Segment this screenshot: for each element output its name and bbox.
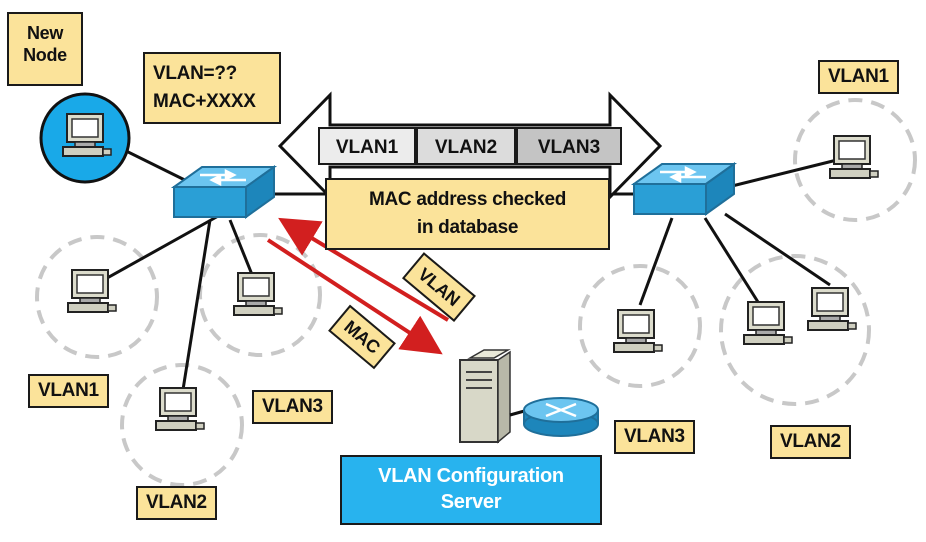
- left-vlan1-label: VLAN1: [28, 374, 109, 408]
- right-switch-icon: [632, 162, 736, 216]
- unknown-vlan-label: VLAN=?? MAC+XXXX: [143, 52, 281, 124]
- right-vlan3-computer-icon: [613, 309, 663, 353]
- new-node-label: New Node: [7, 12, 83, 86]
- mac-check-label: MAC address checked in database: [325, 178, 610, 250]
- vlan2-left-circle: [120, 363, 244, 487]
- right-vlan2-computer-icon-b: [807, 287, 857, 331]
- left-vlan2-label: VLAN2: [136, 486, 217, 520]
- right-vlan1-computer-icon: [829, 135, 879, 179]
- vlan-reply-arrow: [278, 217, 450, 322]
- vlan-config-server-label: VLAN Configuration Server: [340, 455, 602, 525]
- right-vlan2-computer-icon-a: [743, 301, 793, 345]
- vlan3-right-circle: [578, 264, 702, 388]
- server-icon: [459, 349, 511, 444]
- left-switch-icon: [172, 165, 276, 219]
- mac-request-arrow: [266, 238, 443, 355]
- vlan3-left-circle: [198, 233, 322, 357]
- right-vlan2-label: VLAN2: [770, 425, 851, 459]
- right-vlan1-label: VLAN1: [818, 60, 899, 94]
- vlan1-computer-icon: [67, 269, 117, 313]
- trunk-segment-vlan1: VLAN1: [318, 127, 416, 165]
- vlan2-right-circle: [719, 254, 871, 406]
- trunk-segment-vlan2: VLAN2: [416, 127, 516, 165]
- left-vlan3-label: VLAN3: [252, 390, 333, 424]
- router-icon: [523, 397, 599, 437]
- right-vlan3-label: VLAN3: [614, 420, 695, 454]
- trunk-segment-vlan3: VLAN3: [516, 127, 622, 165]
- vlan2-computer-icon: [155, 387, 205, 431]
- vlan3-computer-icon: [233, 272, 283, 316]
- vlan1-right-circle: [793, 98, 917, 222]
- new-node-computer-icon: [62, 113, 112, 157]
- vlan1-left-circle: [35, 235, 159, 359]
